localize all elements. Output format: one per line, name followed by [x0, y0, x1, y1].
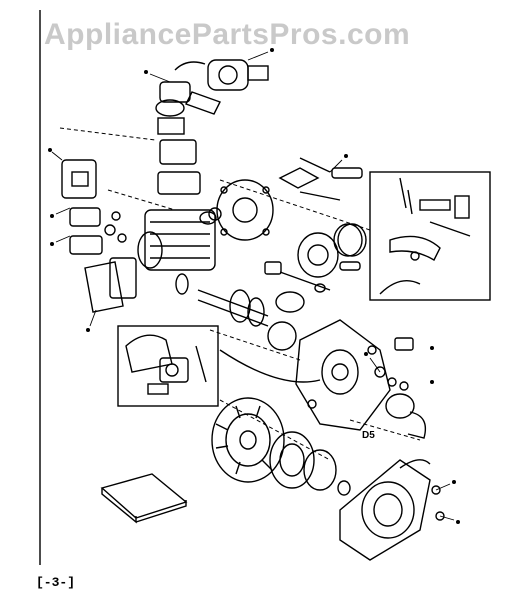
- crankcase: [219, 319, 391, 431]
- section-label: D5: [362, 430, 375, 441]
- inset-box-carburetor: [117, 325, 219, 407]
- fan-housing: [339, 459, 445, 561]
- flywheel: [211, 397, 285, 483]
- carburetor-assembly: [155, 59, 269, 135]
- flange-plate: [208, 179, 274, 241]
- callout-dots: [48, 48, 460, 524]
- left-plates: [61, 159, 137, 313]
- watermark-text: AppliancePartsPros.com: [44, 18, 411, 51]
- air-filter-pad: [100, 473, 188, 524]
- starter-pulley: [269, 431, 351, 496]
- leader-lines: [51, 51, 455, 521]
- right-small-parts: [374, 337, 427, 439]
- guide-lines: [59, 127, 421, 461]
- page-code: [-3-]: [36, 575, 76, 590]
- spark-plug-assembly: [278, 157, 363, 201]
- crankshaft: [175, 273, 305, 351]
- cylinder-assembly: [137, 139, 217, 271]
- piston-assembly: [264, 223, 367, 293]
- inset-box-linkage: [369, 171, 491, 301]
